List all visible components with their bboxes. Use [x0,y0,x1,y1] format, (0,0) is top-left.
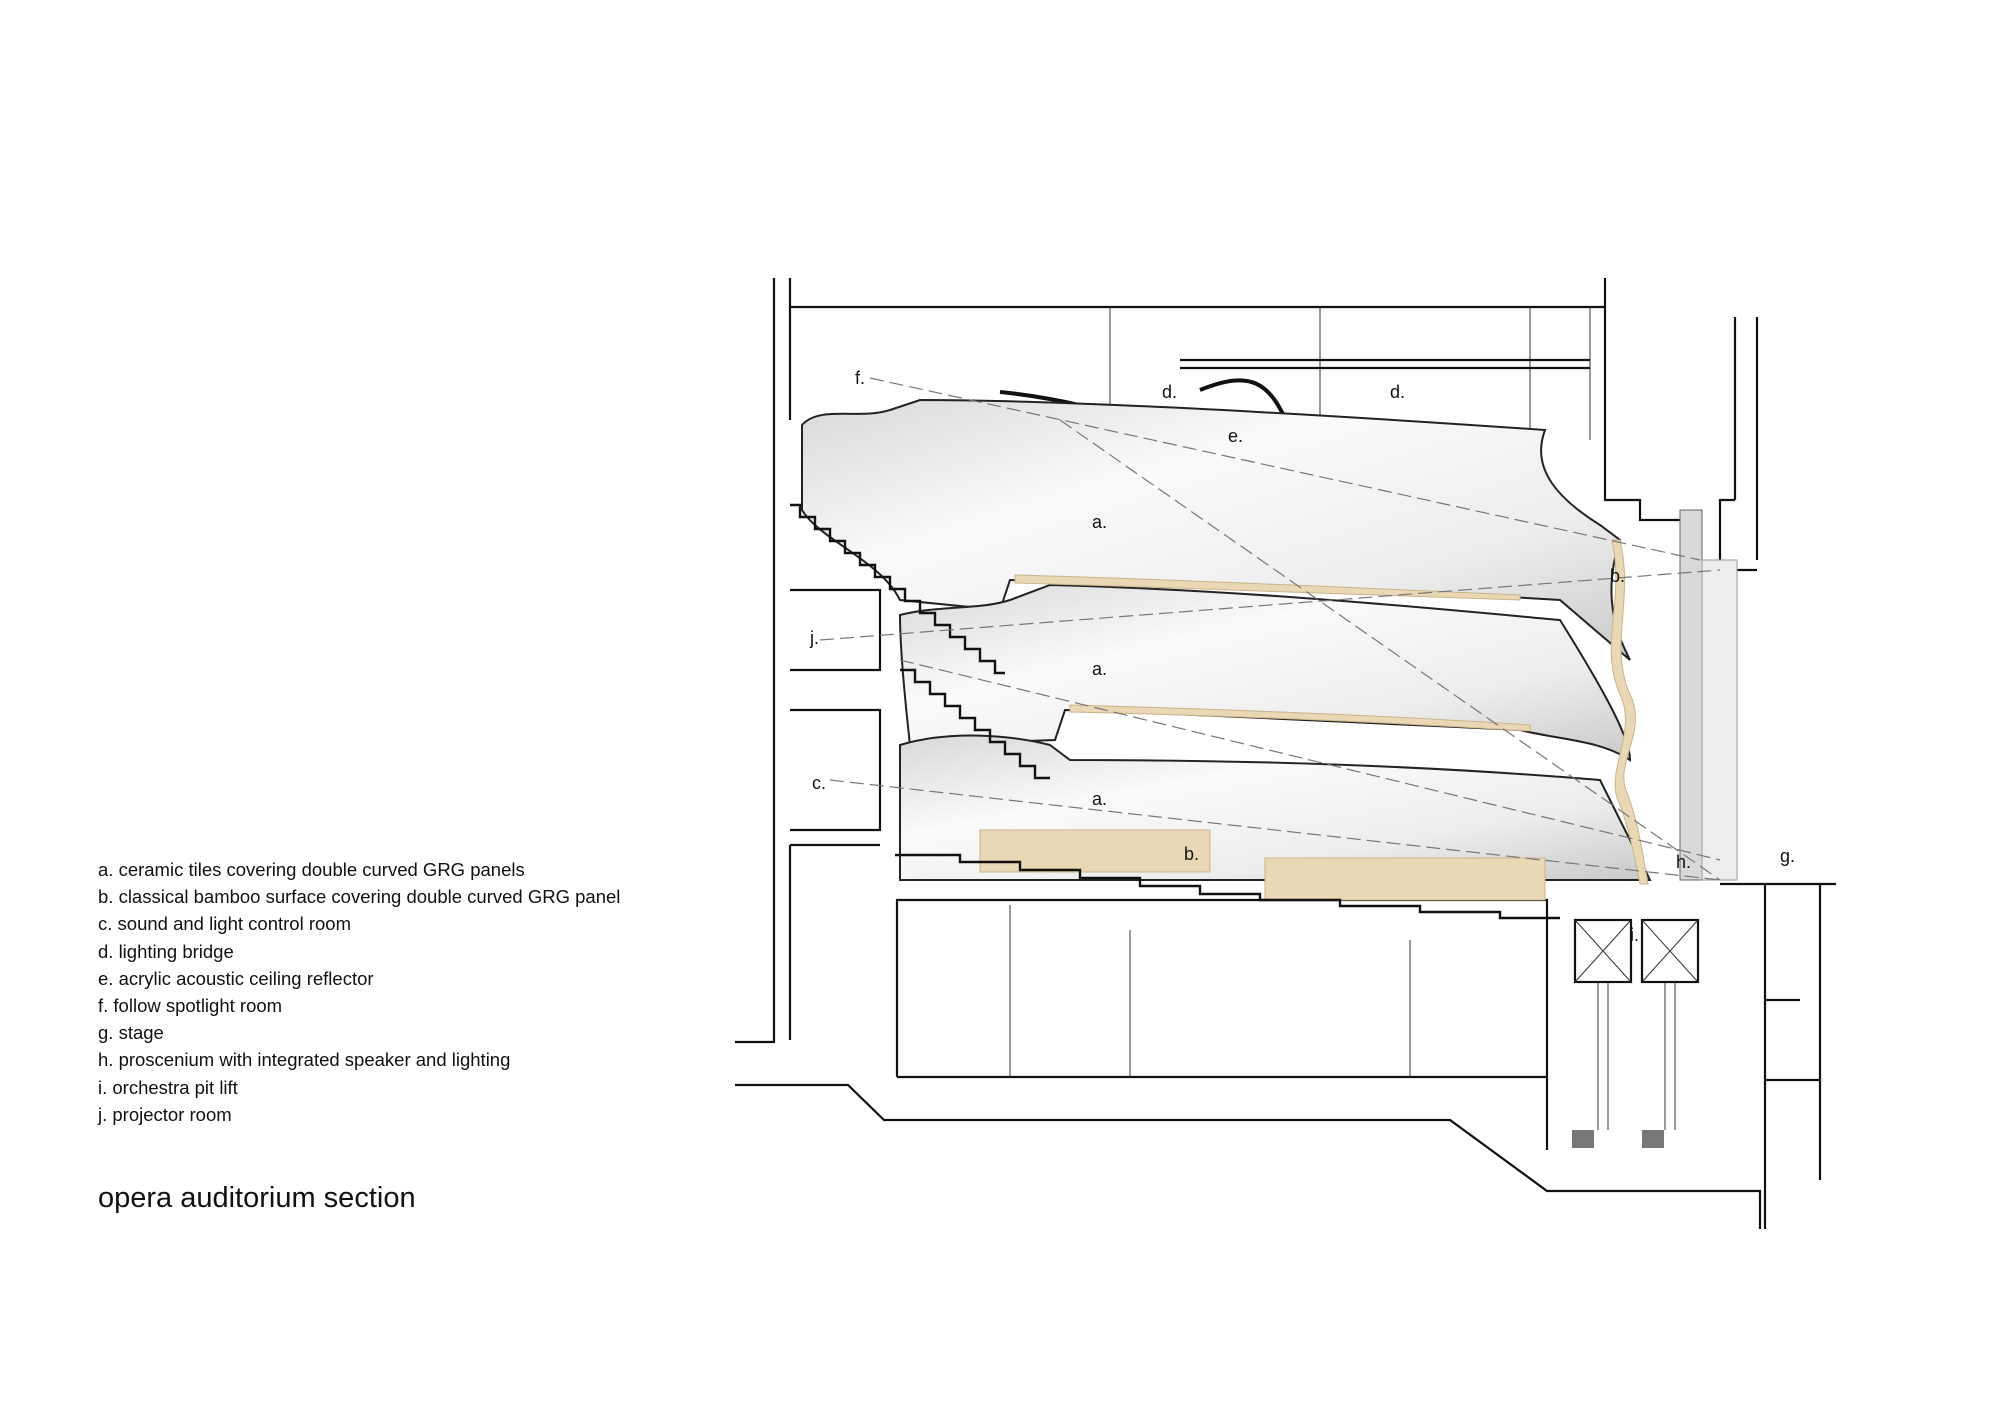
drawing-title: opera auditorium section [98,1182,416,1214]
label-f: f. [855,368,865,388]
legend-item-j: j. projector room [98,1103,232,1125]
label-i: i. [1630,925,1639,945]
label-d-left: d. [1162,382,1177,402]
bamboo-floor-left [979,829,1211,873]
label-a-mid: a. [1092,659,1107,679]
legend-item-d: d. lighting bridge [98,940,234,962]
label-g: g. [1780,846,1795,866]
legend: a. ceramic tiles covering double curved … [98,856,620,1128]
label-h: h. [1676,852,1691,872]
label-a-low: a. [1092,789,1107,809]
proscenium-opening [1701,559,1738,881]
label-a-top: a. [1092,512,1107,532]
upper-tier-seating [790,503,1005,675]
label-b-floor: b. [1184,844,1199,864]
bamboo-floor-right [1264,857,1546,901]
label-j: j. [809,628,819,648]
legend-item-g: g. stage [98,1022,164,1044]
legend-item-c: c. sound and light control room [98,913,351,935]
legend-item-a: a. ceramic tiles covering double curved … [98,859,525,880]
bamboo-wall-surface [1610,539,1649,885]
middle-tier-seating [900,668,1050,780]
legend-item-f: f. follow spotlight room [98,994,283,1016]
lower-tier-seating [895,853,1560,920]
label-e: e. [1228,426,1243,446]
sightlines [819,377,1721,881]
label-c: c. [812,773,826,793]
annotation-labels: f. d. d. e. a. b. j. a. c. a. b. h. g. i… [809,368,1795,945]
label-d-right: d. [1390,382,1405,402]
legend-item-e: e. acrylic acoustic ceiling reflector [98,967,374,989]
box-ledge-middle [1069,704,1531,732]
middle-tier-shell [898,583,1632,762]
proscenium-panel [1679,509,1703,881]
box-ledge-upper [1014,574,1521,601]
legend-item-h: h. proscenium with integrated speaker an… [98,1049,511,1071]
legend-item-b: b. classical bamboo surface covering dou… [98,886,621,908]
legend-item-i: i. orchestra pit lift [98,1076,238,1098]
orchestra-pit-lift [1572,918,1700,1148]
label-b-wall: b. [1610,566,1625,586]
building-walls [735,278,1836,1229]
